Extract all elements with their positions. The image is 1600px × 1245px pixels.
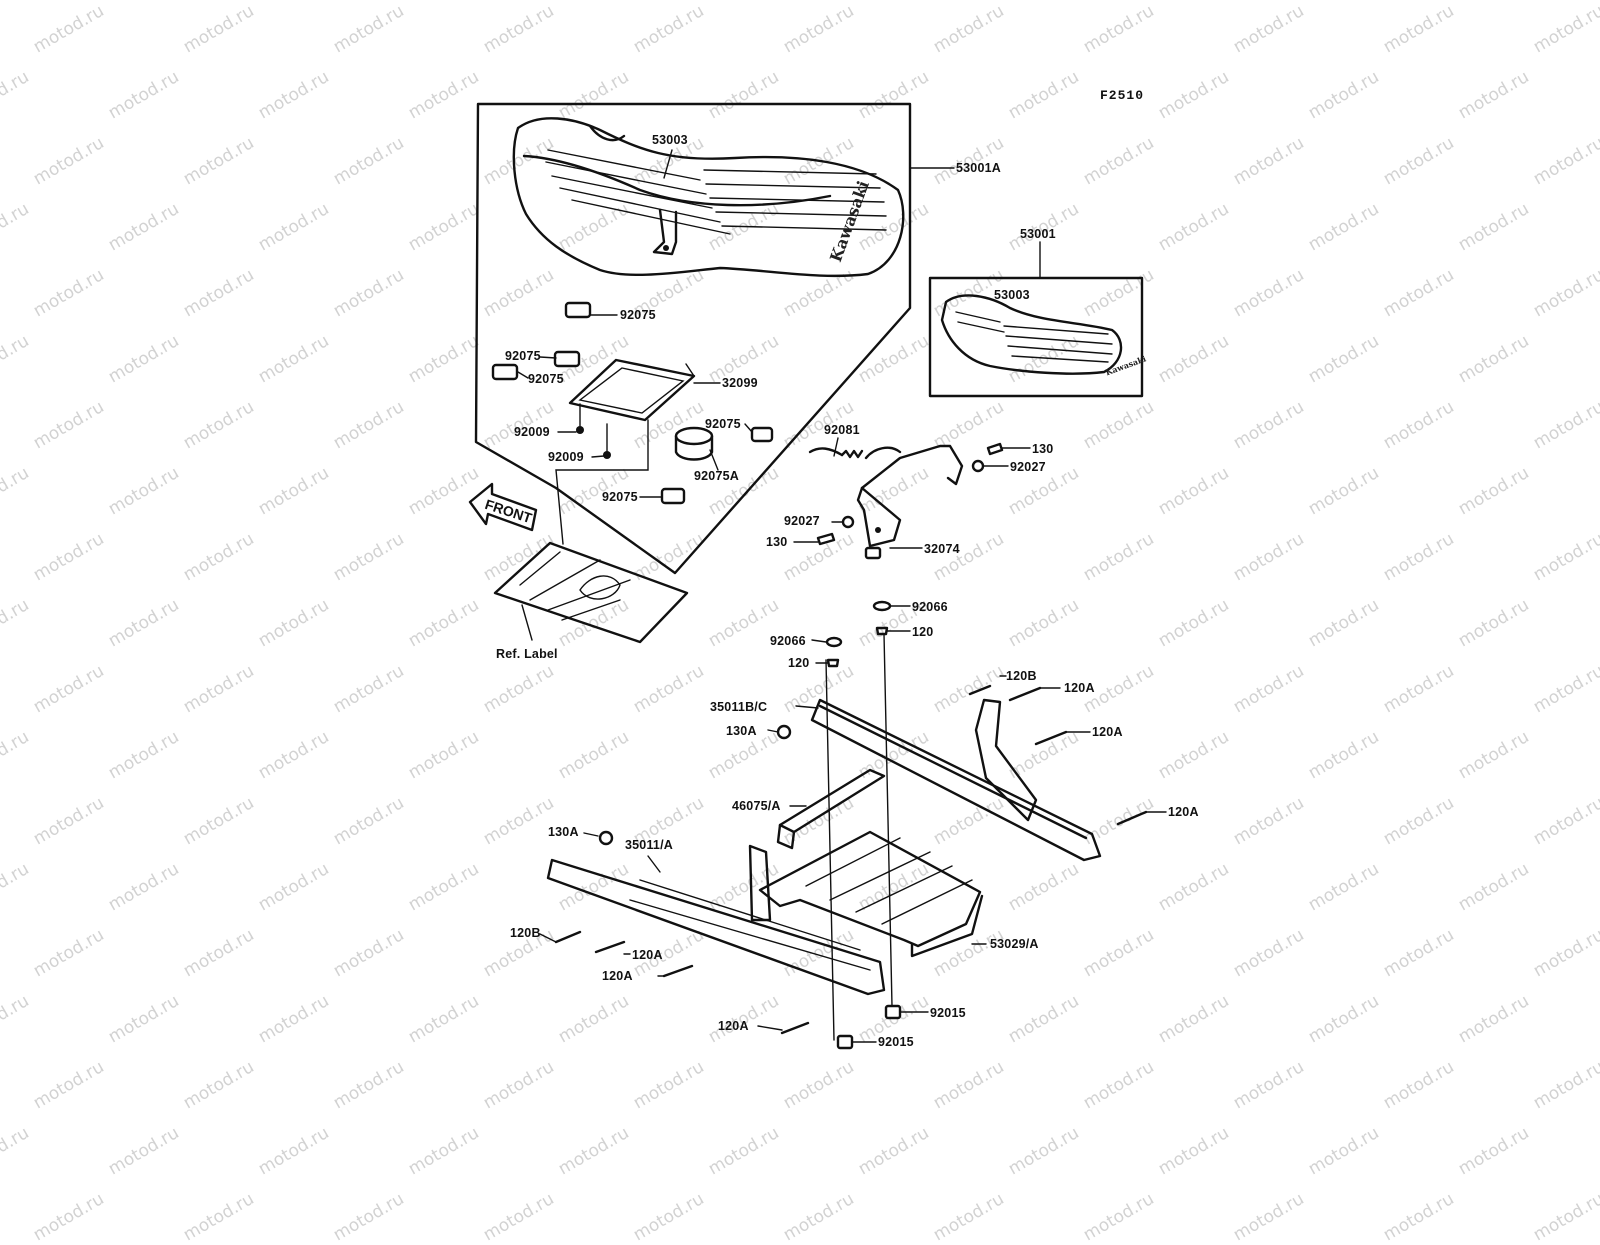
part-label-120-a: 120 xyxy=(912,625,934,639)
part-label-120A-d: 120A xyxy=(632,948,663,962)
part-label-92015-a: 92015 xyxy=(930,1006,966,1020)
parts-diagram xyxy=(468,102,1167,1050)
leader-lines xyxy=(517,149,1167,1043)
part-label-92075A: 92075A xyxy=(694,469,739,483)
part-label-92027-a: 92027 xyxy=(1010,460,1046,474)
part-label-92075-e: 92075 xyxy=(602,490,638,504)
figure-code: F2510 xyxy=(1100,88,1145,103)
part-label-53001A: 53001A xyxy=(956,161,1001,175)
inset-box xyxy=(928,276,1144,398)
part-label-32074: 32074 xyxy=(924,542,960,556)
front-arrow-label: FRONT xyxy=(483,496,534,527)
part-label-130A-b: 130A xyxy=(548,825,579,839)
part-label-120A-b: 120A xyxy=(1092,725,1123,739)
part-label-53029A: 53029/A xyxy=(990,937,1039,951)
part-label-130-b: 130 xyxy=(766,535,788,549)
part-label-120A-e: 120A xyxy=(602,969,633,983)
part-label-120A-c: 120A xyxy=(1168,805,1199,819)
part-label-53003-inset: 53003 xyxy=(994,288,1030,302)
part-label-92081: 92081 xyxy=(824,423,860,437)
seat-group-outline xyxy=(474,102,912,575)
part-label-46075A: 46075/A xyxy=(732,799,781,813)
part-label-92075-a: 92075 xyxy=(620,308,656,322)
part-label-53003-main: 53003 xyxy=(652,133,688,147)
inset-seat-drawing xyxy=(940,294,1123,375)
part-label-120A-f: 120A xyxy=(718,1019,749,1033)
part-label-130A-a: 130A xyxy=(726,724,757,738)
damper-shapes xyxy=(491,301,774,505)
tray-plate xyxy=(568,358,696,422)
part-label-92075-c: 92075 xyxy=(528,372,564,386)
part-label-92066-b: 92066 xyxy=(770,634,806,648)
part-label-92015-b: 92015 xyxy=(878,1035,914,1049)
lock-assembly-drawing xyxy=(808,442,1004,560)
round-damper-shape xyxy=(674,426,714,461)
part-label-53001: 53001 xyxy=(1020,227,1056,241)
rack-frame-drawing xyxy=(546,698,1102,996)
seat-brand-logo: Kawasaki xyxy=(826,178,873,265)
part-label-35011BC: 35011B/C xyxy=(710,700,768,714)
main-seat-drawing xyxy=(512,117,905,278)
part-label-120B-b: 120B xyxy=(510,926,541,940)
part-label-130-a: 130 xyxy=(1032,442,1054,456)
part-label-92075-d: 92075 xyxy=(705,417,741,431)
ref-label-drawing xyxy=(493,541,689,644)
label-layer: F2510 Kawasaki Kawasaki FRONT 53003 5300… xyxy=(483,88,1199,1049)
part-label-120A-a: 120A xyxy=(1064,681,1095,695)
part-label-35011A: 35011/A xyxy=(625,838,673,852)
part-label-ref-label: Ref. Label xyxy=(496,647,558,661)
part-label-92075-b: 92075 xyxy=(505,349,541,363)
part-label-92009-a: 92009 xyxy=(514,425,550,439)
part-label-32099: 32099 xyxy=(722,376,758,390)
part-label-120-b: 120 xyxy=(788,656,810,670)
part-label-92066-a: 92066 xyxy=(912,600,948,614)
front-arrow xyxy=(468,482,538,532)
part-label-92009-b: 92009 xyxy=(548,450,584,464)
part-label-92027-b: 92027 xyxy=(784,514,820,528)
inset-brand-logo: Kawasaki xyxy=(1104,353,1148,378)
part-label-120B-a: 120B xyxy=(1006,669,1037,683)
